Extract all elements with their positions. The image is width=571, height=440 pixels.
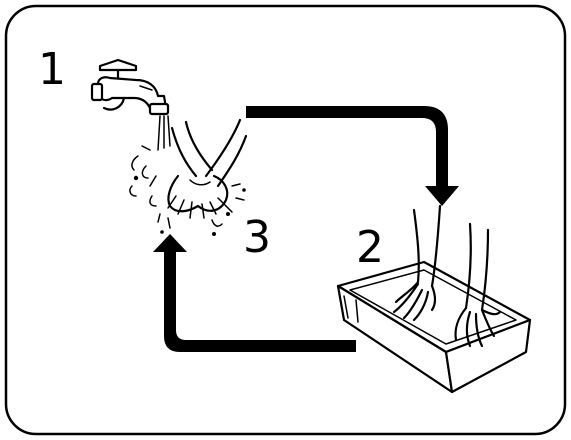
- step-number-3: 3: [243, 212, 271, 263]
- step-number-2: 2: [356, 222, 384, 273]
- step-number-1: 1: [38, 44, 66, 95]
